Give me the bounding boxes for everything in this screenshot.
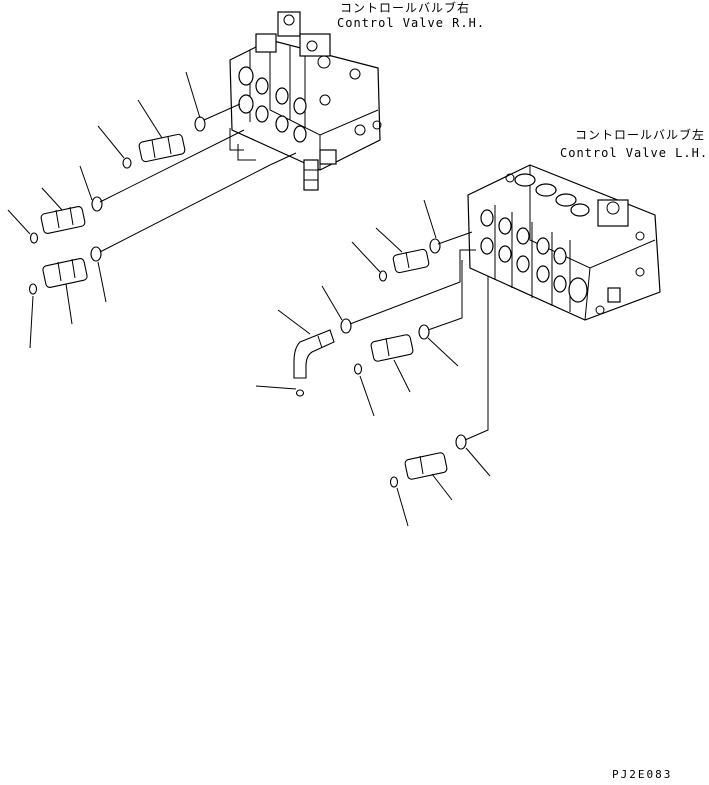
valve-rh-label-jp: コントロールバルブ右 [340,1,471,15]
drawing-code: PJ2E083 [612,768,673,781]
leader-lines [7,71,491,527]
fittings-rh [28,116,206,295]
control-valve-lh [467,164,661,321]
control-valve-rh [229,11,382,191]
valve-lh-label-en: Control Valve L.H. [560,146,709,160]
valve-rh-label-en: Control Valve R.H. [337,16,486,30]
fittings-lh [293,238,467,488]
valve-lh-label-jp: コントロールバルブ左 [575,128,706,142]
assembly-lines [99,103,489,441]
